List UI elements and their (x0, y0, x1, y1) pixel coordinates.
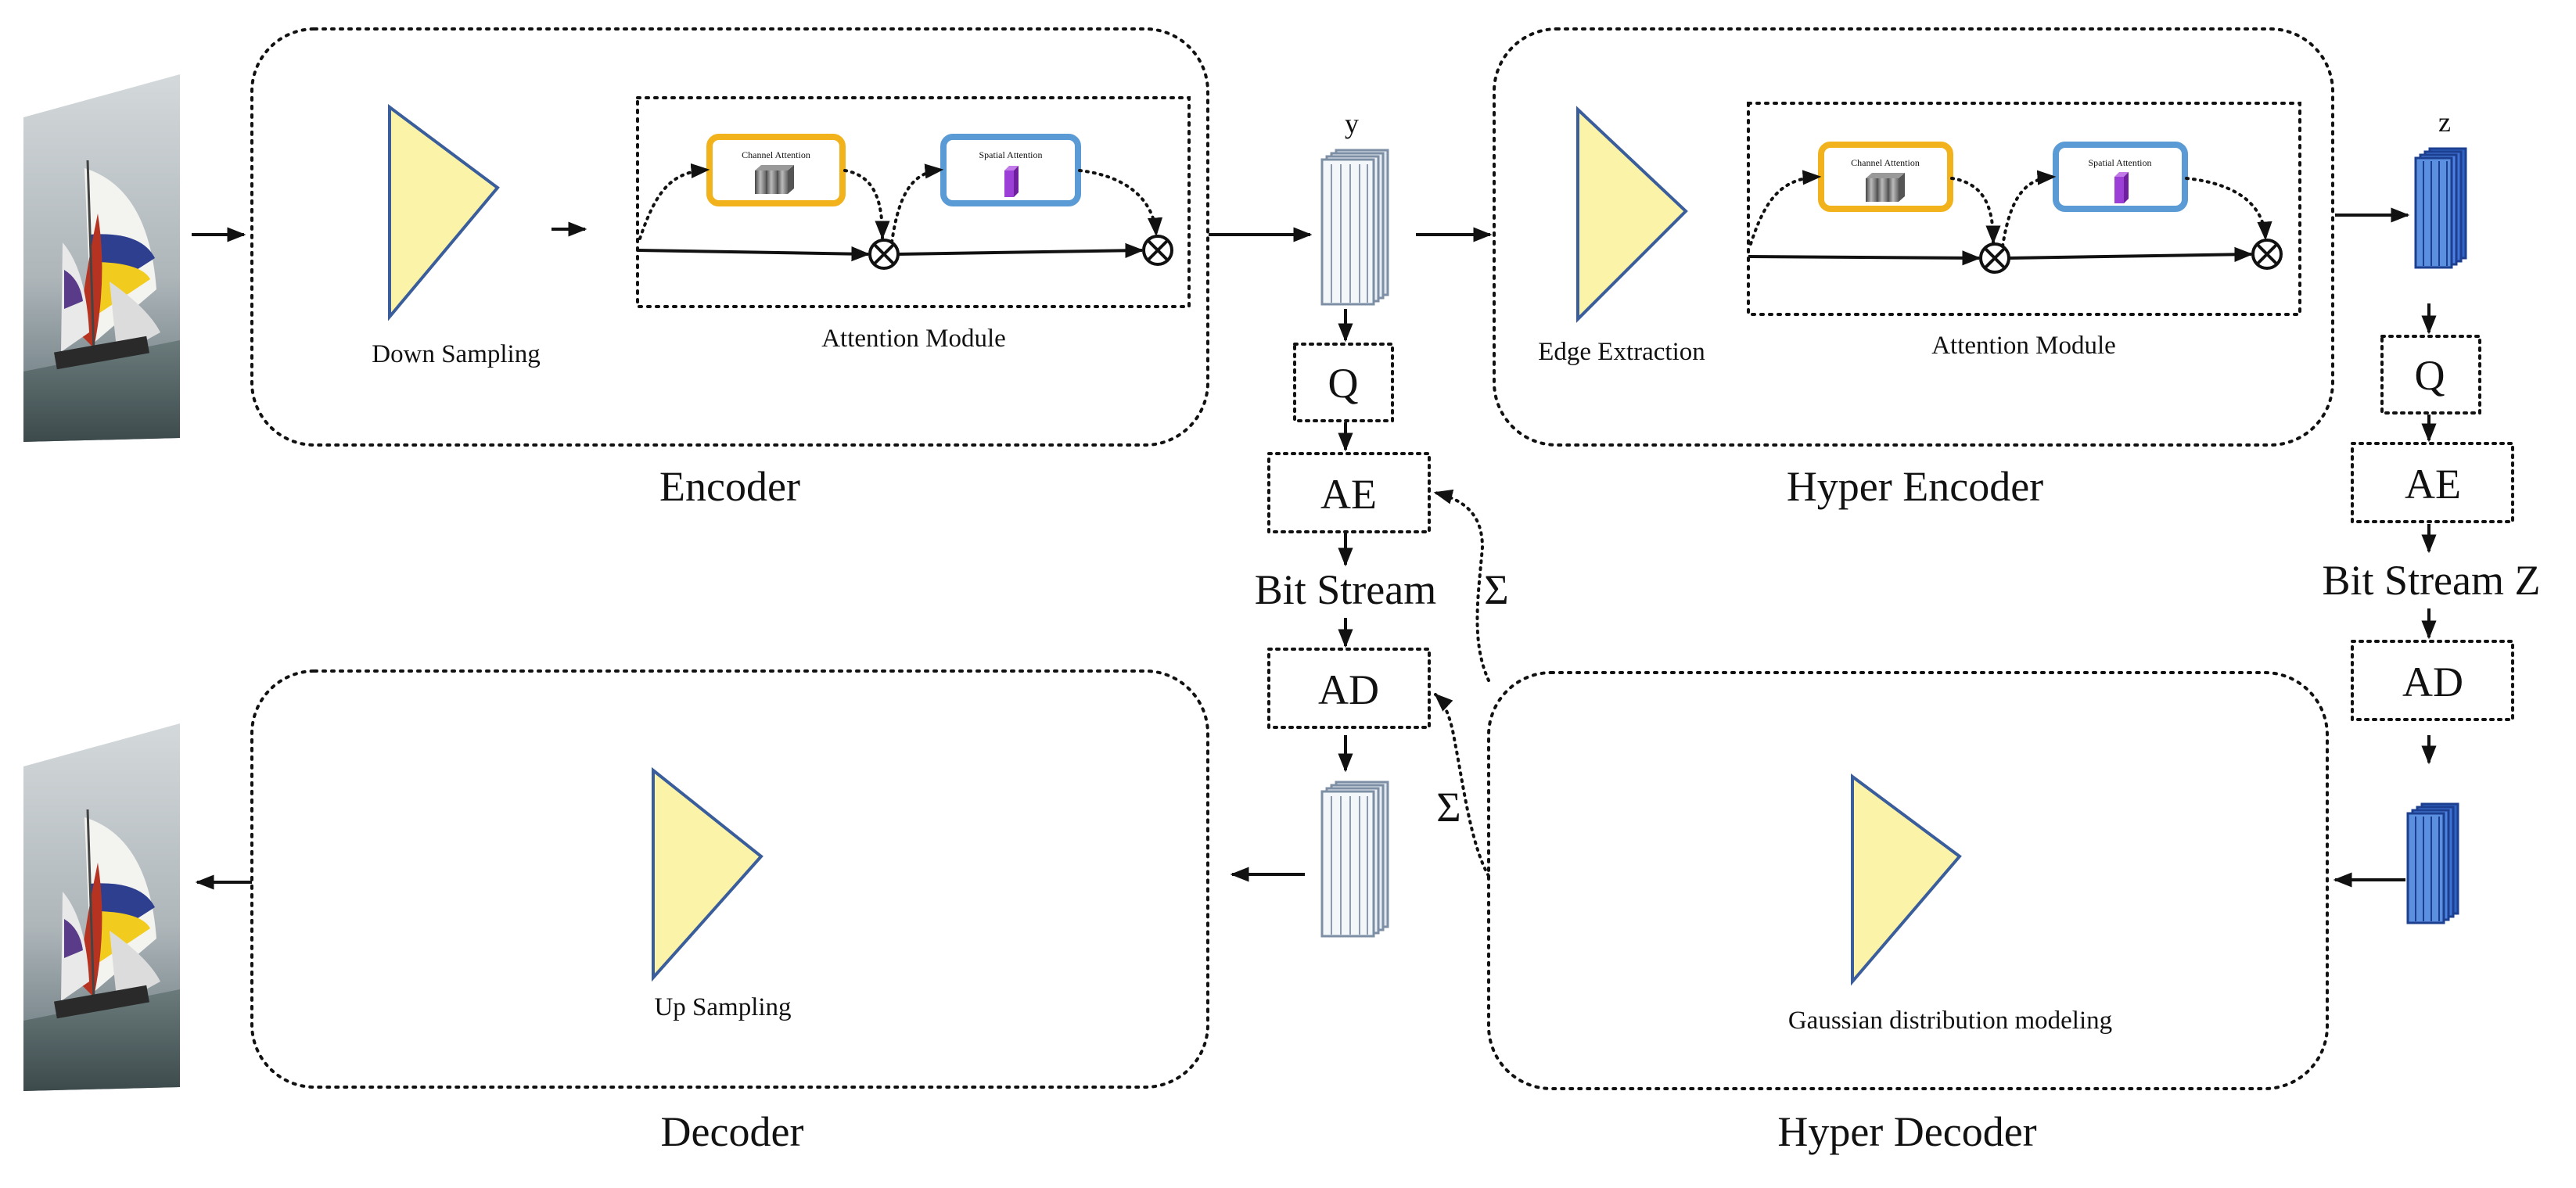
gaussian-trapezoid (1851, 773, 1962, 986)
hyper-encoder-block: Edge Extraction Attention Module Channel… (1493, 27, 2334, 510)
hyper-decoder-block: Gaussian distribution modeling Hyper Dec… (1487, 671, 2329, 1155)
sigma-bottom-symbol: Σ (1436, 784, 1460, 831)
decoder-block: Up Sampling Decoder (250, 669, 1209, 1155)
hyper-quantize-label: Q (2415, 352, 2445, 399)
latent-zhat-tensor-icon (2406, 802, 2459, 924)
input-image (22, 73, 181, 443)
hyper-multiply-1-icon (1979, 242, 2010, 274)
bitstream-label: Bit Stream (1255, 566, 1436, 613)
hyper-decoder-title: Hyper Decoder (1777, 1108, 2036, 1155)
hyper-multiply-2-icon (2251, 239, 2283, 270)
edge-extraction-label: Edge Extraction (1538, 338, 1705, 366)
encoder-block: Down Sampling Attention Module Channel A… (250, 27, 1209, 510)
arith-encode-box (1267, 452, 1431, 533)
latent-y-tensor-icon (1320, 149, 1389, 306)
hyper-bitstream-label: Bit Stream Z (2323, 557, 2541, 604)
hyper-quantize-box (2380, 335, 2481, 415)
quantize-label: Q (1328, 360, 1359, 407)
upsampling-trapezoid (652, 766, 763, 982)
encoder-attention-label: Attention Module (821, 325, 1006, 353)
encoder-multiply-2-icon (1142, 235, 1173, 266)
downsampling-label: Down Sampling (372, 340, 540, 368)
encoder-channel-cube-icon (755, 165, 794, 194)
hyper-spatial-block-icon (2114, 172, 2129, 203)
hyper-spatial-attention-label: Spatial Attention (2089, 157, 2152, 168)
latent-z-label: z (2438, 106, 2451, 138)
encoder-channel-attention-label: Channel Attention (742, 149, 810, 160)
encoder-title: Encoder (659, 463, 800, 510)
main-latent-path: y Q AE Bit Stream AD Σ Σ (1255, 108, 1509, 938)
encoder-spatial-block-icon (1004, 166, 1019, 197)
encoder-multiply-1-icon (868, 239, 900, 270)
encoder-spatial-attention-label: Spatial Attention (979, 149, 1043, 160)
edge-extraction-trapezoid (1576, 106, 1688, 323)
hyper-channel-cube-icon (1866, 173, 1905, 202)
hyper-arith-decode-box (2351, 640, 2514, 721)
sigma-top-symbol: Σ (1484, 566, 1508, 613)
hyper-arith-encode-box (2351, 442, 2514, 523)
arith-decode-label: AD (1318, 666, 1379, 713)
quantize-box (1293, 343, 1394, 422)
hyper-latent-path: z Q AE Bit Stream Z AD (2323, 106, 2541, 924)
latent-z-tensor-icon (2414, 147, 2467, 269)
upsampling-label: Up Sampling (654, 993, 791, 1021)
gaussian-label: Gaussian distribution modeling (1788, 1007, 2112, 1035)
hyper-arith-encode-label: AE (2405, 461, 2461, 508)
arith-decode-box (1267, 648, 1431, 729)
hyper-attention-label: Attention Module (1931, 332, 2116, 360)
hyper-arith-decode-label: AD (2402, 659, 2463, 705)
hyper-encoder-title: Hyper Encoder (1787, 463, 2043, 510)
downsampling-trapezoid (388, 104, 500, 321)
output-image (22, 722, 181, 1093)
arith-encode-label: AE (1320, 471, 1377, 518)
latent-y-label: y (1345, 108, 1359, 139)
decoder-title: Decoder (661, 1108, 804, 1155)
latent-yhat-tensor-icon (1320, 781, 1389, 938)
hyper-channel-attention-label: Channel Attention (1851, 157, 1920, 168)
flow-arrows (192, 207, 2410, 890)
